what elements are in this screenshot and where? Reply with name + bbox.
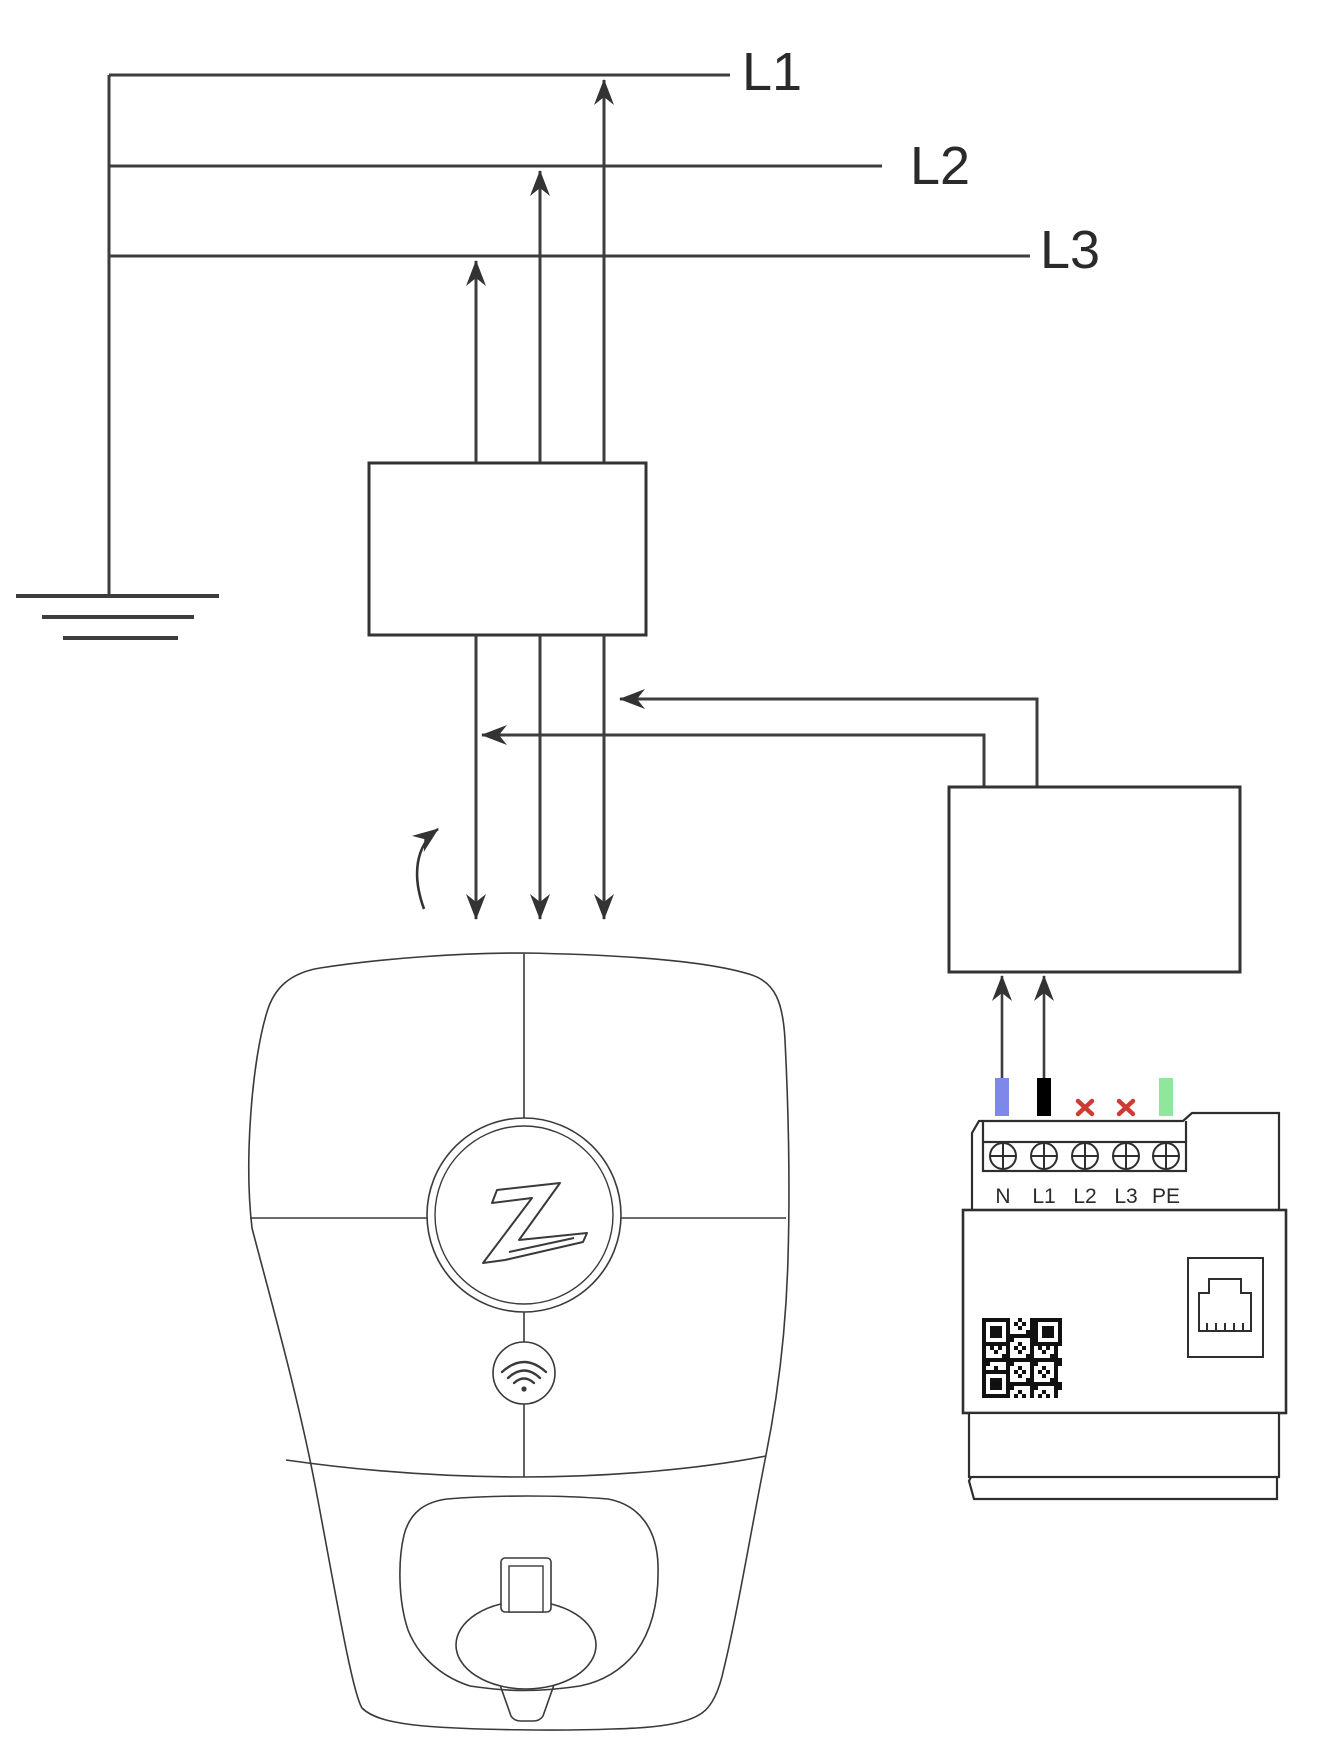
svg-text:L2: L2: [1073, 1185, 1096, 1208]
svg-text:N: N: [995, 1185, 1010, 1208]
socket-handle-inner: [508, 1565, 544, 1613]
qr-code-icon: [982, 1318, 1062, 1398]
earth-wire-stub: [1159, 1078, 1173, 1116]
wifi-rfid-icon: [492, 1341, 556, 1405]
logo-circle-outer: [426, 1117, 622, 1313]
rotation-curved-arrow: [411, 827, 439, 910]
z-logo-icon: [482, 1182, 588, 1264]
neutral-wire-stub: [995, 1078, 1009, 1116]
terminal-strip: [981, 1140, 1188, 1173]
charging-socket: [399, 1495, 659, 1722]
svg-text:L3: L3: [1114, 1185, 1137, 1208]
rail-l2-label: L2: [910, 136, 970, 196]
rail-l3-label: L3: [1040, 220, 1100, 280]
phase-arrows-to-rails: [466, 79, 614, 463]
ev-charger: [248, 952, 790, 1731]
energy-meter: N L1 L2 L3 PE: [961, 1111, 1288, 1501]
svg-text:PE: PE: [1152, 1185, 1180, 1208]
svg-text:L1: L1: [1032, 1185, 1055, 1208]
not-connected-x-icon-l3: [1116, 1098, 1136, 1117]
not-connected-x-icon-l2: [1075, 1098, 1095, 1117]
logo-circle-inner: [434, 1125, 614, 1305]
earth-ground-icon: [16, 594, 219, 640]
rj45-port-icon: [1187, 1257, 1264, 1358]
line1-wire-stub: [1037, 1078, 1051, 1116]
meter-lower-housing: [967, 1411, 1281, 1479]
relay-box: [947, 785, 1242, 974]
meter-supply-wires: [992, 975, 1173, 1117]
charger-body-outline: [248, 952, 790, 1731]
meter-top-housing: [970, 1111, 1281, 1210]
meter-bottom-lip: [967, 1476, 1279, 1501]
screw-terminals: [989, 1142, 1180, 1170]
meter-body: [961, 1208, 1288, 1415]
meter-signal-lines: [481, 689, 1039, 787]
fuse-box: [367, 461, 648, 637]
charger-lower-seam: [285, 1455, 767, 1478]
rail-l1-label: L1: [742, 42, 802, 102]
charger-feed-lines: [411, 635, 614, 920]
socket-recess: [399, 1495, 659, 1692]
socket-funnel: [498, 1681, 556, 1722]
supply-rails: L1 L2 L3: [107, 42, 1100, 594]
terminal-labels: N L1 L2 L3 PE: [995, 1185, 1180, 1208]
socket-cap: [455, 1600, 597, 1690]
